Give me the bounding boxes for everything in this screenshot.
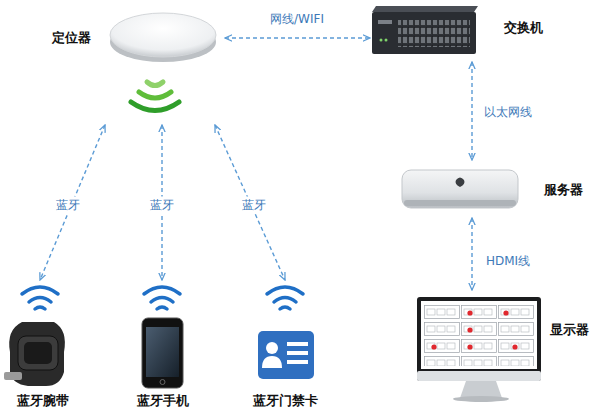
- card-body: [258, 331, 314, 379]
- dashed-connector: [40, 125, 105, 280]
- device-node: 交换机: [370, 2, 560, 62]
- dashed-connector: [215, 125, 285, 280]
- wristband-buckle: [4, 372, 22, 380]
- locator-device: [110, 13, 216, 62]
- connector-label: 网线/WIFI: [268, 11, 326, 28]
- connector-label: 蓝牙: [240, 197, 268, 214]
- monitor-device: [417, 297, 541, 402]
- signal-wave: [144, 287, 180, 294]
- screen-grid: [424, 305, 535, 366]
- alarm-dot: [467, 327, 472, 332]
- dashed-connector: [471, 218, 472, 290]
- switch-logo: [378, 20, 392, 24]
- server-body: [402, 170, 518, 208]
- phone-button: [160, 380, 165, 385]
- signal-wave: [151, 298, 173, 303]
- card-device: [258, 331, 314, 379]
- card-line: [287, 360, 308, 364]
- server-device: [402, 170, 518, 208]
- device-node: 蓝牙手机: [120, 280, 205, 412]
- signal-wave: [267, 287, 303, 294]
- phone-screen: [146, 327, 179, 377]
- node-label: 蓝牙腕带: [0, 392, 85, 410]
- device-node: 蓝牙腕带: [0, 280, 85, 412]
- signal-wave: [131, 102, 179, 111]
- signal-wave: [139, 92, 171, 98]
- server-edge: [404, 200, 516, 206]
- wristband-device: [4, 322, 65, 386]
- node-label: 蓝牙门禁卡: [240, 392, 330, 410]
- node-label: 定位器: [52, 29, 91, 47]
- switch-device: [372, 6, 478, 54]
- alarm-dot: [467, 344, 472, 349]
- signal-wave: [157, 307, 167, 309]
- signal-wave: [35, 307, 45, 309]
- phone-body: [142, 318, 183, 388]
- alarm-dot: [503, 310, 508, 315]
- wristband-face: [24, 342, 52, 364]
- node-label: 显示器: [550, 321, 589, 339]
- switch-led: [380, 39, 383, 42]
- connector-label: 蓝牙: [148, 197, 176, 214]
- device-node: 显示器: [415, 290, 595, 408]
- wristband-body: [18, 336, 58, 370]
- connector-label: 以太网线: [482, 104, 534, 121]
- locator-signal: [131, 82, 179, 111]
- monitor-stand: [460, 381, 502, 398]
- signal-wave: [29, 298, 51, 303]
- card-line: [287, 342, 308, 346]
- dashed-connector: [225, 37, 370, 38]
- alarm-dot: [467, 310, 472, 315]
- server-logo: [456, 178, 465, 188]
- switch-led: [385, 39, 388, 42]
- signal-wave: [274, 298, 296, 303]
- alarm-dot: [512, 344, 517, 349]
- device-node: 蓝牙门禁卡: [240, 280, 330, 412]
- phone-device: [142, 318, 183, 388]
- card-head: [266, 342, 278, 354]
- node-label: 交换机: [504, 19, 543, 37]
- signal-wave: [22, 287, 58, 294]
- switch-ports: [398, 20, 470, 47]
- dashed-connector: [471, 62, 472, 160]
- connector-label: 蓝牙: [54, 197, 82, 214]
- monitor-chin: [417, 371, 541, 381]
- alarm-dot: [431, 344, 436, 349]
- device-node: 定位器: [30, 5, 225, 125]
- node-label: 蓝牙手机: [120, 392, 205, 410]
- monitor-base: [453, 396, 509, 402]
- monitor-screen: [421, 301, 537, 369]
- card-line: [287, 351, 308, 355]
- device-node: 服务器: [400, 160, 590, 218]
- node-label: 服务器: [544, 181, 583, 199]
- tag-signals: [22, 287, 303, 309]
- switch-body: [372, 12, 476, 54]
- switch-top: [372, 6, 478, 12]
- monitor-bezel: [417, 297, 541, 381]
- card-person: [262, 356, 282, 368]
- connector-label: HDMI线: [484, 253, 532, 270]
- signal-wave: [280, 307, 290, 309]
- signal-wave: [147, 82, 163, 86]
- locator-top: [110, 13, 216, 57]
